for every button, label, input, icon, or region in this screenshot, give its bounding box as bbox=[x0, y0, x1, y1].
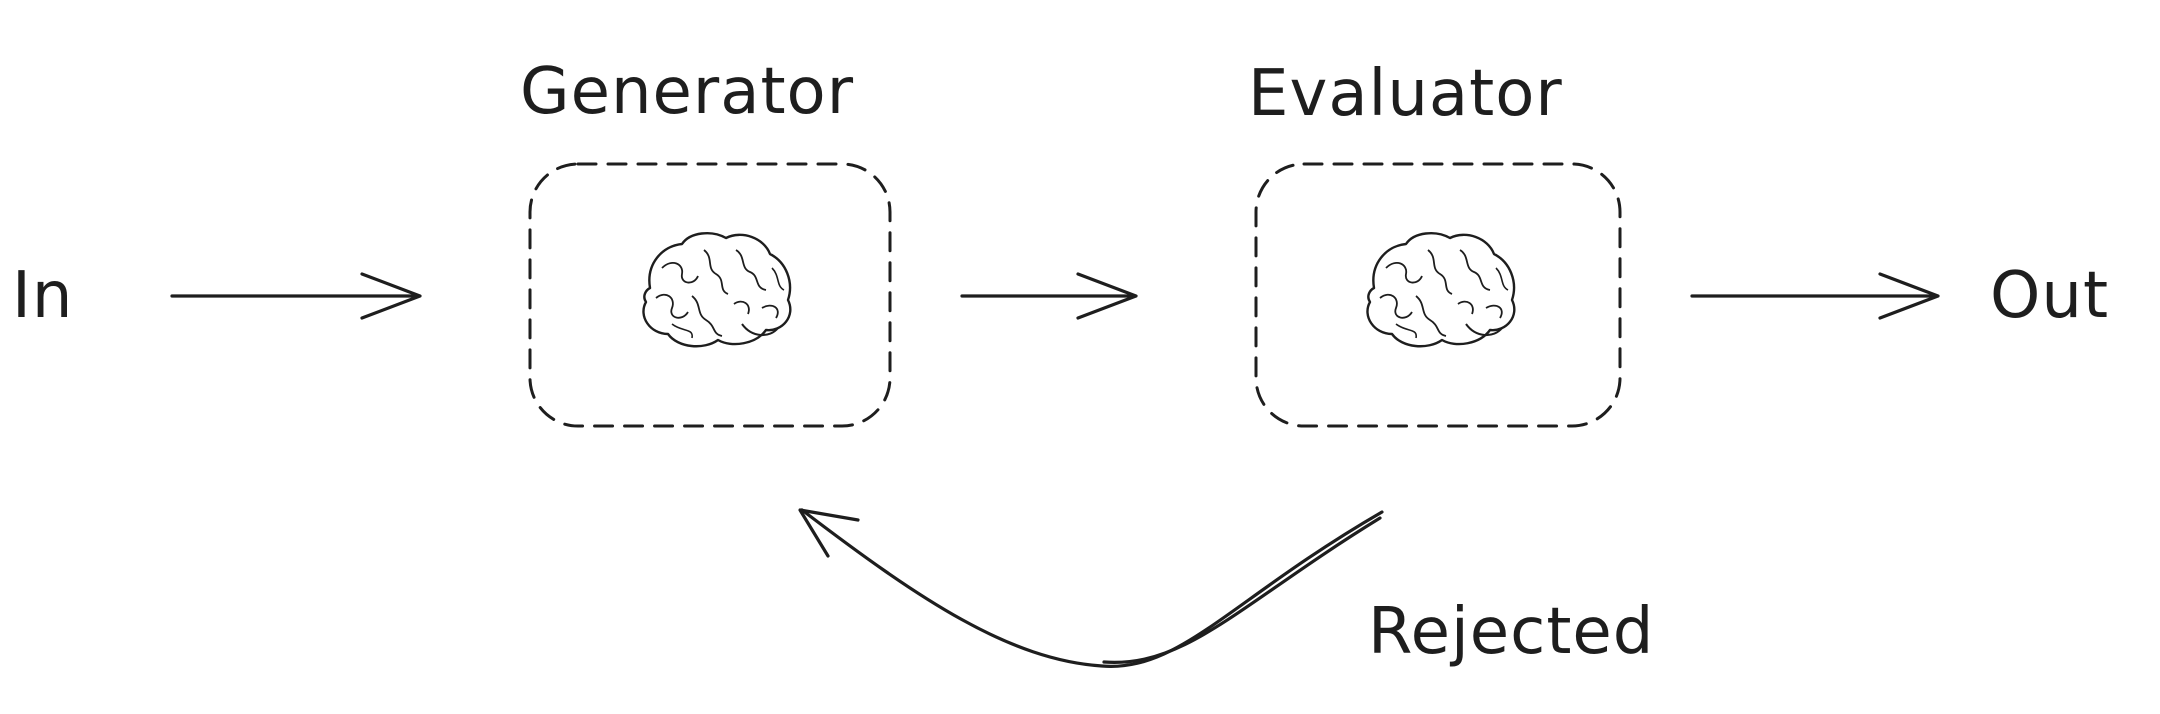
rejected-label: Rejected bbox=[1368, 595, 1655, 669]
arrow-generator-to-evaluator bbox=[960, 272, 1138, 320]
arrow-evaluator-to-out bbox=[1690, 272, 1940, 320]
evaluator-box bbox=[1254, 162, 1622, 428]
brain-icon bbox=[642, 231, 792, 348]
generator-box bbox=[528, 162, 892, 428]
brain-icon bbox=[1366, 231, 1516, 348]
generator-title: Generator bbox=[520, 55, 854, 129]
evaluator-title: Evaluator bbox=[1248, 57, 1563, 131]
input-label: In bbox=[12, 259, 74, 333]
output-label: Out bbox=[1990, 259, 2110, 333]
arrow-rejected-feedback bbox=[798, 508, 1384, 668]
arrow-in-to-generator bbox=[170, 272, 422, 320]
